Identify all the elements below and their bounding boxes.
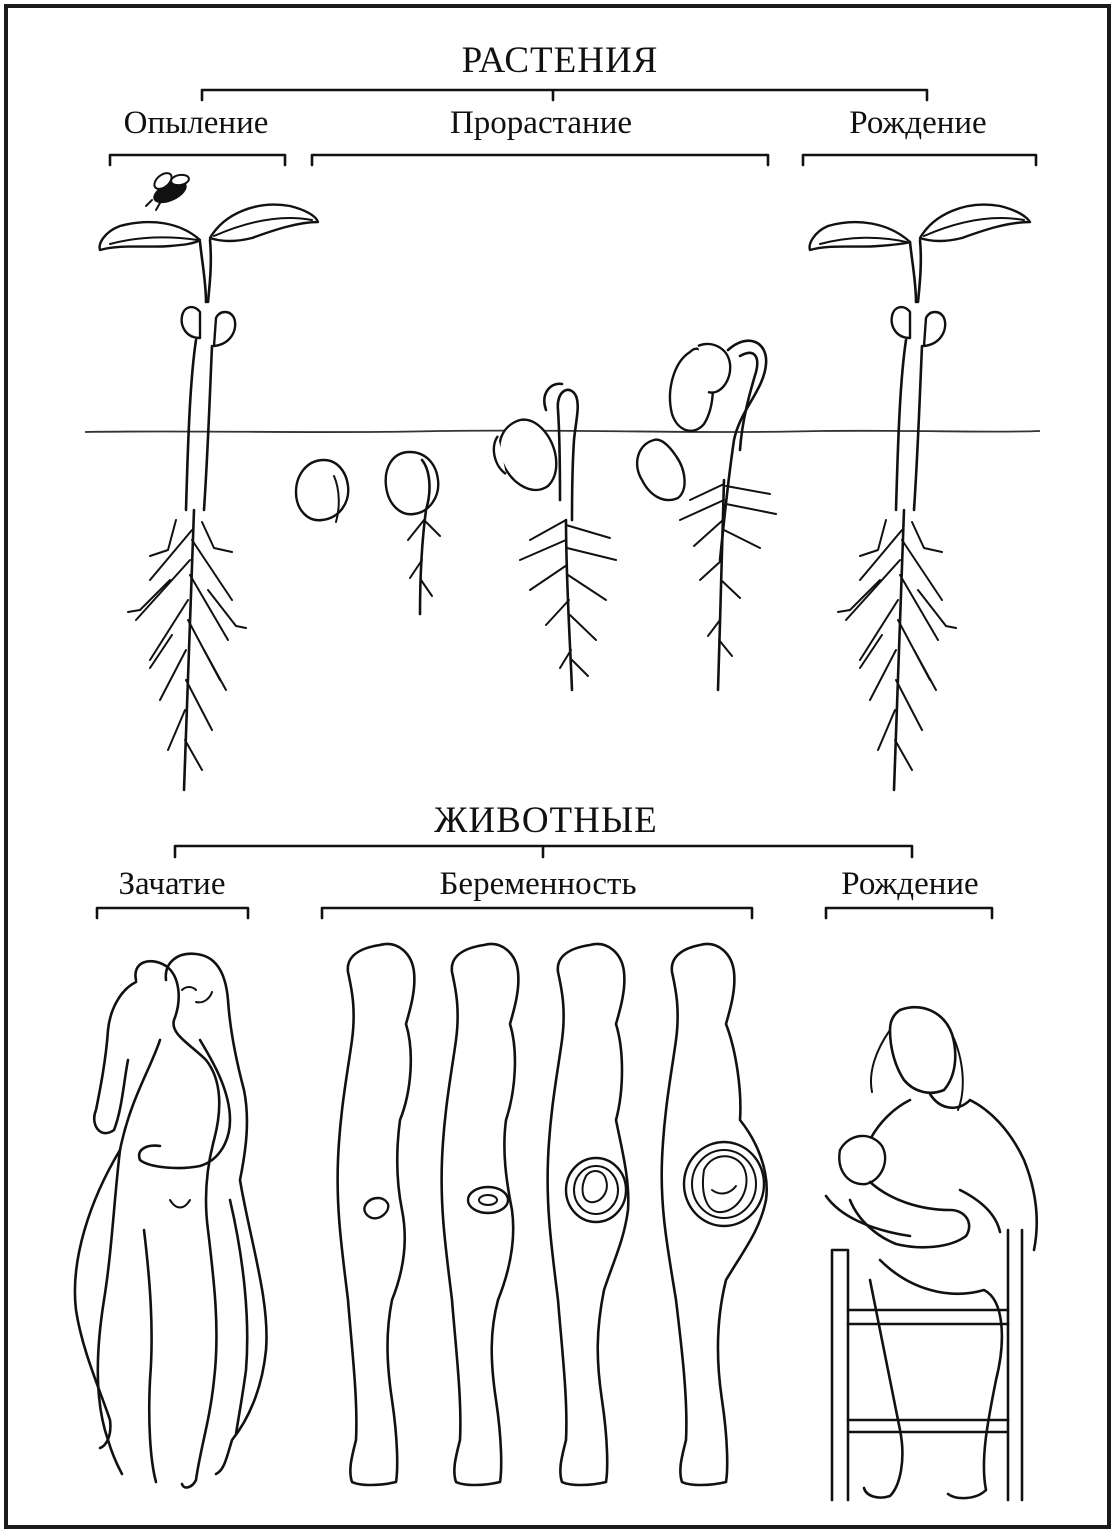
mother-nursing <box>826 1007 1037 1500</box>
bee-icon <box>146 170 190 210</box>
plants-stage-brackets <box>110 155 1036 165</box>
seed-stage-4 <box>637 341 776 690</box>
plant-birth <box>810 205 1030 790</box>
animals-stage-brackets <box>97 908 992 918</box>
animals-top-bracket <box>175 846 912 857</box>
seed-stage-2 <box>386 452 440 614</box>
soil-line <box>85 431 1040 433</box>
plants-top-bracket <box>202 90 927 100</box>
pregnancy-month-3 <box>548 944 629 1485</box>
plant-pollination <box>100 205 318 790</box>
pregnancy-month-1 <box>338 944 415 1485</box>
pregnancy-month-2 <box>442 944 519 1485</box>
seed-stage-1 <box>296 460 348 522</box>
pregnancy-month-4 <box>662 944 767 1485</box>
seed-stage-3 <box>494 384 616 690</box>
couple-embracing <box>75 954 267 1488</box>
